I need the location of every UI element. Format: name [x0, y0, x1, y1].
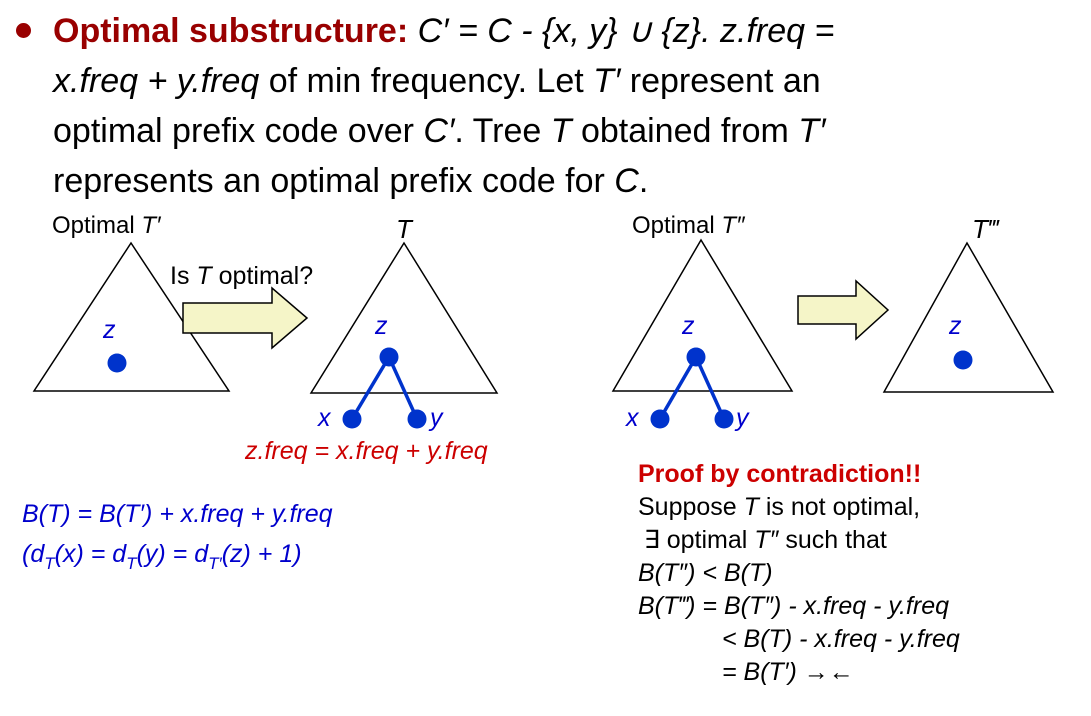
- node-y-t-double-prime: [714, 409, 734, 429]
- node-y-t: [407, 409, 427, 429]
- node-z-t-triple-prime: [953, 350, 973, 370]
- bullet-math: x.freq + y.freq: [53, 62, 260, 100]
- formula-seg: (y) = d: [136, 540, 209, 568]
- proof-math: T: [743, 493, 759, 521]
- node-z-t-prime: [107, 353, 127, 373]
- formula-subscript: T: [44, 554, 55, 573]
- node-x-t: [342, 409, 362, 429]
- bullet-math: C: [614, 162, 639, 200]
- label-tree-t-triple-prime: T‴: [972, 214, 998, 244]
- proof-line: ∃ optimal T″ such that: [638, 524, 960, 557]
- label-math: T′: [141, 212, 161, 239]
- block-arrow-left: [182, 286, 309, 350]
- label-optimal-t-double-prime: Optimal T″: [632, 212, 745, 240]
- bullet-text: represent an: [620, 62, 821, 100]
- exists-symbol: ∃ optimal: [644, 526, 755, 554]
- bullet-marker: [16, 23, 31, 38]
- bullet-text: represents an optimal prefix code for: [53, 162, 615, 200]
- label-tree-t: T: [396, 214, 412, 244]
- node-z-t-double-prime: [686, 347, 706, 367]
- edge-z-x-left-diagram: [350, 356, 391, 420]
- contradiction-arrows-icon: →←: [803, 658, 854, 686]
- edge-z-y-right-diagram: [694, 356, 726, 420]
- proof-text: Suppose: [638, 493, 744, 521]
- label-text: Optimal: [632, 212, 722, 239]
- label-x-t-double-prime: x: [626, 404, 639, 432]
- label-text: optimal?: [211, 262, 314, 290]
- bullet-text: obtained from: [571, 112, 799, 150]
- label-optimal-t-prime: Optimal T′: [52, 212, 161, 240]
- triangle-t-triple-prime: [882, 241, 1055, 393]
- proof-math: = B(T′): [722, 658, 804, 686]
- bullet-text: optimal prefix code over: [53, 112, 424, 150]
- proof-text: such that: [778, 526, 887, 554]
- formula-seg: (d: [22, 540, 45, 568]
- proof-title: Proof by contradiction!!: [638, 460, 922, 488]
- formula-depth-relation: (dT(x) = dT(y) = dT′(z) + 1): [22, 540, 302, 573]
- bullet-math: T: [550, 112, 572, 150]
- proof-block: Proof by contradiction!! Suppose T is no…: [638, 458, 960, 689]
- formula-seg: (x) = d: [54, 540, 127, 568]
- formula-cost: B(T) = B(T′) + x.freq + y.freq: [22, 500, 333, 528]
- block-arrow-right: [797, 279, 890, 341]
- caption-z-freq: z.freq = x.freq + y.freq: [245, 437, 488, 465]
- node-x-t-double-prime: [650, 409, 670, 429]
- bullet-text: .: [638, 162, 649, 200]
- label-y-t: y: [430, 404, 443, 432]
- node-z-t: [379, 347, 399, 367]
- label-math: T: [196, 262, 212, 290]
- proof-text: is not optimal,: [758, 493, 921, 521]
- heading-optimal-substructure: Optimal substructure:: [53, 12, 418, 50]
- bullet-math: T′: [593, 62, 621, 100]
- bullet-item: Optimal substructure: C′ = C - {x, y} ∪ …: [16, 6, 834, 206]
- bullet-math: C′ = C - {x, y} ∪ {z}. z.freq =: [417, 12, 835, 50]
- bullet-text: . Tree: [454, 112, 551, 150]
- label-x-t: x: [318, 404, 331, 432]
- label-z-t-double-prime: z: [682, 312, 695, 340]
- triangle-t: [309, 241, 499, 394]
- proof-line: = B(T′) →←: [638, 656, 960, 689]
- label-text: Optimal: [52, 212, 142, 239]
- proof-line: Suppose T is not optimal,: [638, 491, 960, 524]
- bullet-paragraph: Optimal substructure: C′ = C - {x, y} ∪ …: [53, 6, 834, 206]
- label-z-t-prime: z: [103, 316, 116, 344]
- triangle-t-prime: [32, 241, 231, 392]
- label-y-t-double-prime: y: [736, 404, 749, 432]
- proof-line: B(T‴) = B(T″) - x.freq - y.freq: [638, 592, 950, 620]
- label-z-t: z: [375, 312, 388, 340]
- formula-subscript: T: [126, 554, 137, 573]
- bullet-math: C′: [423, 112, 455, 150]
- proof-math: T″: [754, 526, 779, 554]
- label-is-t-optimal: Is T optimal?: [170, 262, 313, 291]
- formula-subscript: T′: [208, 554, 222, 573]
- bullet-text: of min frequency. Let: [259, 62, 594, 100]
- formula-seg: (z) + 1): [221, 540, 302, 568]
- proof-line: B(T″) < B(T): [638, 559, 773, 587]
- label-text: Is: [170, 262, 197, 290]
- edge-z-x-right-diagram: [658, 356, 698, 420]
- label-z-t-triple-prime: z: [949, 312, 962, 340]
- edge-z-y-left-diagram: [387, 356, 419, 420]
- label-math: T″: [721, 212, 745, 239]
- proof-line: < B(T) - x.freq - y.freq: [722, 625, 960, 653]
- triangle-t-double-prime: [611, 238, 794, 392]
- bullet-math: T′: [798, 112, 826, 150]
